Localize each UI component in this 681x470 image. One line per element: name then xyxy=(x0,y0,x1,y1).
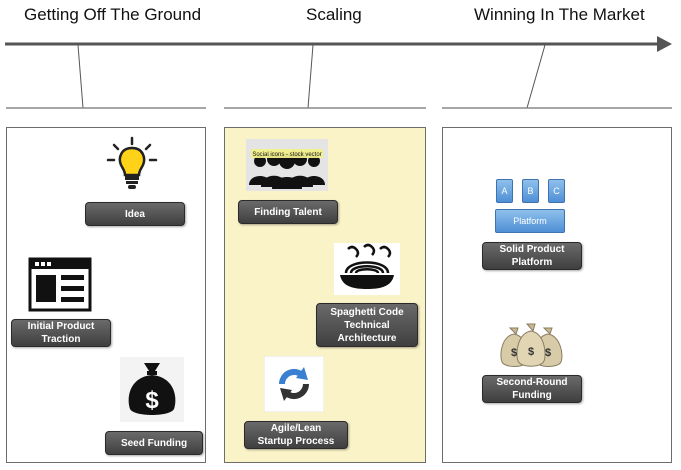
people-group-icon: Social icons - stock vector xyxy=(246,139,328,191)
browser-window-icon xyxy=(28,257,92,312)
solid-product-platform-label: Solid Product Platform xyxy=(482,242,582,270)
stage-title-winning-in-the-market: Winning In The Market xyxy=(474,5,645,24)
module-c-block: C xyxy=(548,179,565,203)
stage-title-scaling: Scaling xyxy=(306,5,362,24)
spaghetti-plate-icon xyxy=(334,243,400,295)
refresh-cycle-icon xyxy=(264,356,324,412)
money-bag-icon: $ xyxy=(120,357,184,422)
sack-dollar-center: $ xyxy=(528,346,534,358)
module-b-block: B xyxy=(522,179,539,203)
timeline-arrow-head xyxy=(657,36,672,52)
connector-line-1 xyxy=(77,44,84,109)
spaghetti-code-architecture-label: Spaghetti Code Technical Architecture xyxy=(316,303,418,347)
dollar-sign-glyph: $ xyxy=(145,387,159,414)
module-a-block: A xyxy=(496,179,513,203)
connector-line-2 xyxy=(307,44,314,109)
sack-dollar-left: $ xyxy=(511,347,517,359)
stage-title-getting-off-the-ground: Getting Off The Ground xyxy=(24,5,202,24)
stock-caption-text: Social icons - stock vector xyxy=(252,152,321,158)
money-sacks-icon: $ $ $ xyxy=(500,323,563,367)
finding-talent-label: Finding Talent xyxy=(238,200,338,224)
initial-product-traction-label: Initial Product Traction xyxy=(11,319,111,347)
platform-base-block: Platform xyxy=(495,209,565,233)
second-round-funding-label: Second-Round Funding xyxy=(482,375,582,403)
agile-lean-startup-label: Agile/Lean Startup Process xyxy=(244,421,348,449)
panel-winning-in-the-market xyxy=(442,127,672,463)
idea-label: Idea xyxy=(85,202,185,226)
seed-funding-label: Seed Funding xyxy=(105,431,203,455)
connector-line-3 xyxy=(526,44,546,109)
sack-dollar-right: $ xyxy=(545,347,551,359)
lightbulb-icon xyxy=(106,136,158,189)
